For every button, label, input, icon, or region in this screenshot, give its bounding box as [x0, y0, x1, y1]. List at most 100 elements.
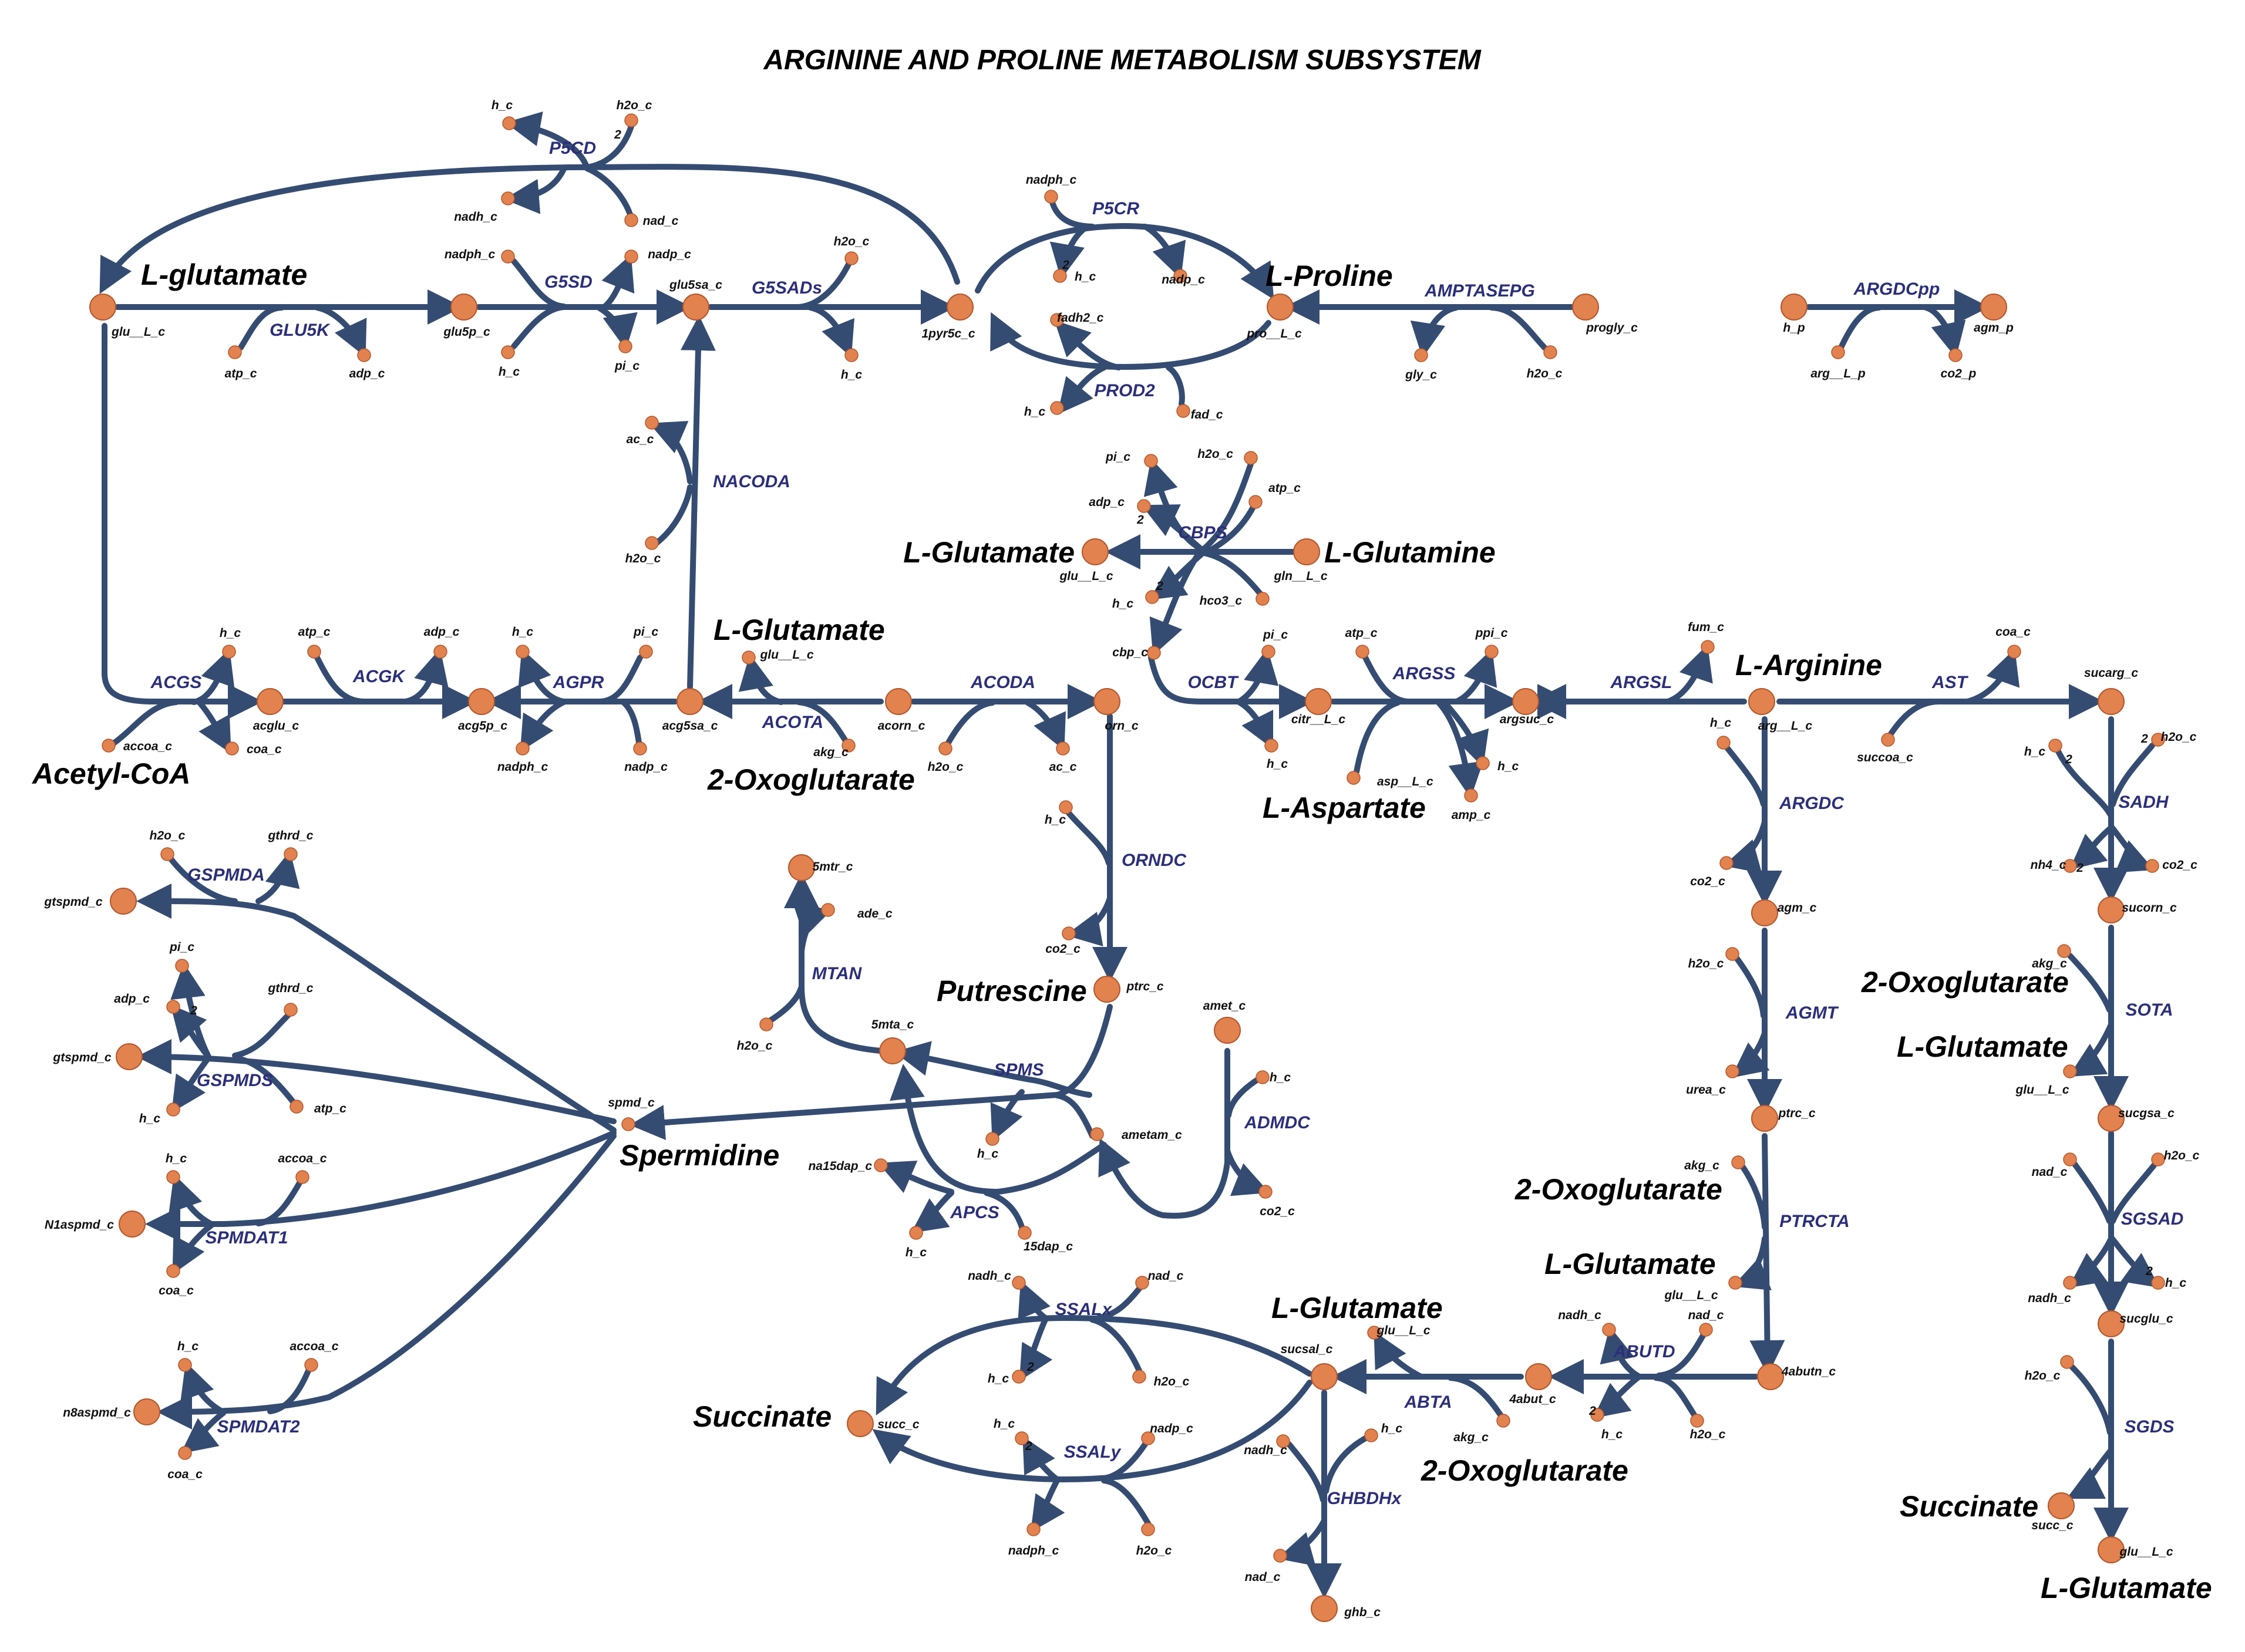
metabolite-node-4abutn-c	[1757, 1363, 1784, 1390]
reaction-label-acoda: ACODA	[970, 673, 1035, 692]
metabolite-label-ptrc-c: ptrc_c	[1126, 980, 1163, 993]
metabolite-node-arg--L-c	[1748, 688, 1775, 715]
metabolite-label-coa-c: coa_c	[247, 743, 282, 756]
spmdat1-main	[144, 1130, 617, 1242]
metabolite-nad	[2063, 1152, 2077, 1166]
metabolite-label-h-c: h_c	[1710, 716, 1732, 730]
ssaly-h2o	[1101, 1478, 1151, 1526]
metabolite-label-nadph-c: nadph_c	[497, 760, 548, 774]
reaction-label-ghbdhx: GHBDHx	[1327, 1489, 1402, 1508]
metabolite-adp	[433, 645, 447, 659]
sadh-h	[2055, 749, 2114, 819]
reaction-label-argdc: ARGDC	[1779, 794, 1845, 813]
metabolite-h2o	[2060, 1355, 2074, 1369]
p5cd-arc	[99, 164, 960, 294]
reaction-label-amptasepg: AMPTASEPG	[1424, 281, 1535, 301]
reaction-label-glu5k: GLU5K	[270, 321, 331, 340]
reaction-label-cbps: CBPS	[1178, 523, 1227, 542]
metabolite-label-akg-c: akg_c	[1684, 1159, 1719, 1172]
compartment-label-l-arginine: L-Arginine	[1735, 649, 1882, 682]
reaction-label-prod2: PROD2	[1094, 381, 1155, 400]
metabolite-label-h-c: h_c	[512, 625, 534, 639]
metabolite-label-arg--L-p: arg__L_p	[1810, 367, 1866, 380]
reaction-label-spmdat2: SPMDAT2	[217, 1417, 299, 1437]
metabolite-label-orn-c: orn_c	[1105, 719, 1139, 733]
metabolite-h	[1012, 1370, 1026, 1384]
metabolite-node-agm-p	[1980, 294, 2007, 321]
metabolite-h	[1145, 590, 1159, 604]
metabolite-pi	[618, 339, 632, 353]
metabolite-label-akg-c: akg_c	[813, 746, 849, 759]
gspmds-gthrd	[232, 1013, 291, 1058]
metabolite-label-glu--L-c: glu__L_c	[2015, 1083, 2069, 1097]
metabolite-nadph	[516, 741, 530, 756]
ptrcta-glu	[1732, 1236, 1772, 1290]
ocbt-pi	[1236, 648, 1279, 704]
argss-asp	[1354, 700, 1401, 775]
reaction-label-acota: ACOTA	[762, 713, 823, 732]
metabolite-label-atp-c: atp_c	[225, 367, 257, 380]
metabolite-atp	[1355, 645, 1369, 659]
orndc-h	[1066, 810, 1112, 866]
metabolite-label-h-c: h_c	[139, 1112, 161, 1125]
metabolite-node-acg5sa-c	[676, 688, 704, 715]
reaction-label-gspmds: GSPMDS	[197, 1071, 273, 1090]
reaction-label-mtan: MTAN	[812, 964, 863, 983]
metabolite-nadh	[501, 191, 515, 205]
metabolite-pi	[1144, 454, 1158, 468]
abta-akg	[1448, 1375, 1503, 1418]
stoichiometry-label: 2	[1026, 1360, 1034, 1374]
reaction-label-sgsad: SGSAD	[2121, 1209, 2184, 1229]
cbps-hco3	[1201, 550, 1263, 596]
argss-ppi	[1453, 649, 1497, 704]
metabolite-node-acorn-c	[885, 688, 912, 715]
reaction-label-spmdat1: SPMDAT1	[205, 1228, 288, 1248]
metabolite-gthrd	[284, 1003, 298, 1017]
metabolite-label-pi-c: pi_c	[169, 940, 194, 954]
admdc-co2	[1224, 1148, 1270, 1196]
ssalx-arc	[876, 1314, 1312, 1415]
ssalx-h	[1019, 1317, 1053, 1381]
metabolite-label-h-c: h_c	[1024, 405, 1046, 419]
reaction-label-acgk: ACGK	[352, 667, 406, 686]
metabolite-fadh2	[1050, 313, 1064, 327]
metabolite-h	[1053, 269, 1067, 283]
orndc-co2	[1065, 895, 1113, 947]
metabolite-h2o	[1690, 1414, 1704, 1428]
metabolite-label-hco3-c: hco3_c	[1200, 594, 1243, 608]
sadh-nh4	[2069, 825, 2114, 870]
metabolite-accoa	[304, 1358, 318, 1372]
metabolite-label-arg--L-c: arg__L_c	[1758, 719, 1813, 733]
metabolite-node-amet-c	[1214, 1017, 1241, 1044]
reaction-label-ast: AST	[1931, 673, 1969, 692]
metabolite-label-pi-c: pi_c	[1105, 450, 1130, 464]
metabolite-h	[501, 345, 515, 359]
metabolite-node-glu--L-c-r	[2098, 1536, 2125, 1563]
metabolite-label-adp-c: adp_c	[424, 625, 460, 639]
compartment-label-l-glutamate-top: L-glutamate	[141, 258, 307, 291]
reaction-label-acgs: ACGS	[150, 673, 202, 692]
ghbdhx-h	[1323, 1435, 1368, 1494]
gspmda-main	[136, 884, 617, 1133]
metabolite-15dap	[1018, 1226, 1032, 1240]
metabolite-label-glu--L-c: glu__L_c	[1376, 1324, 1430, 1337]
metabolite-label-n8aspmd-c: n8aspmd_c	[63, 1406, 131, 1420]
metabolite-label-amet-c: amet_c	[1203, 999, 1246, 1013]
metabolite-node-sucgsa-c	[2098, 1105, 2125, 1132]
metabolite-na15dap	[874, 1158, 888, 1172]
metabolite-label-pro--L-c: pro__L_c	[1246, 327, 1302, 340]
metabolite-label-succ-c: succ_c	[2031, 1519, 2074, 1532]
metabolite-label-1pyr5c-c: 1pyr5c_c	[921, 327, 975, 340]
reaction-label-g5sads: G5SADs	[752, 278, 822, 298]
g5sads-h2o	[796, 261, 851, 310]
compartment-label-acetyl-coa: Acetyl-CoA	[31, 757, 190, 790]
metabolite-label-nad-c: nad_c	[643, 214, 679, 228]
metabolite-pi	[1261, 645, 1275, 659]
cbps-cbp	[1149, 552, 1201, 656]
ssalx-nad	[1095, 1286, 1142, 1321]
stoichiometry-label: 2	[1588, 1404, 1596, 1418]
ssaly-arc	[872, 1380, 1312, 1483]
compartment-label-oxoglutarate-abta: 2-Oxoglutarate	[1421, 1454, 1628, 1487]
